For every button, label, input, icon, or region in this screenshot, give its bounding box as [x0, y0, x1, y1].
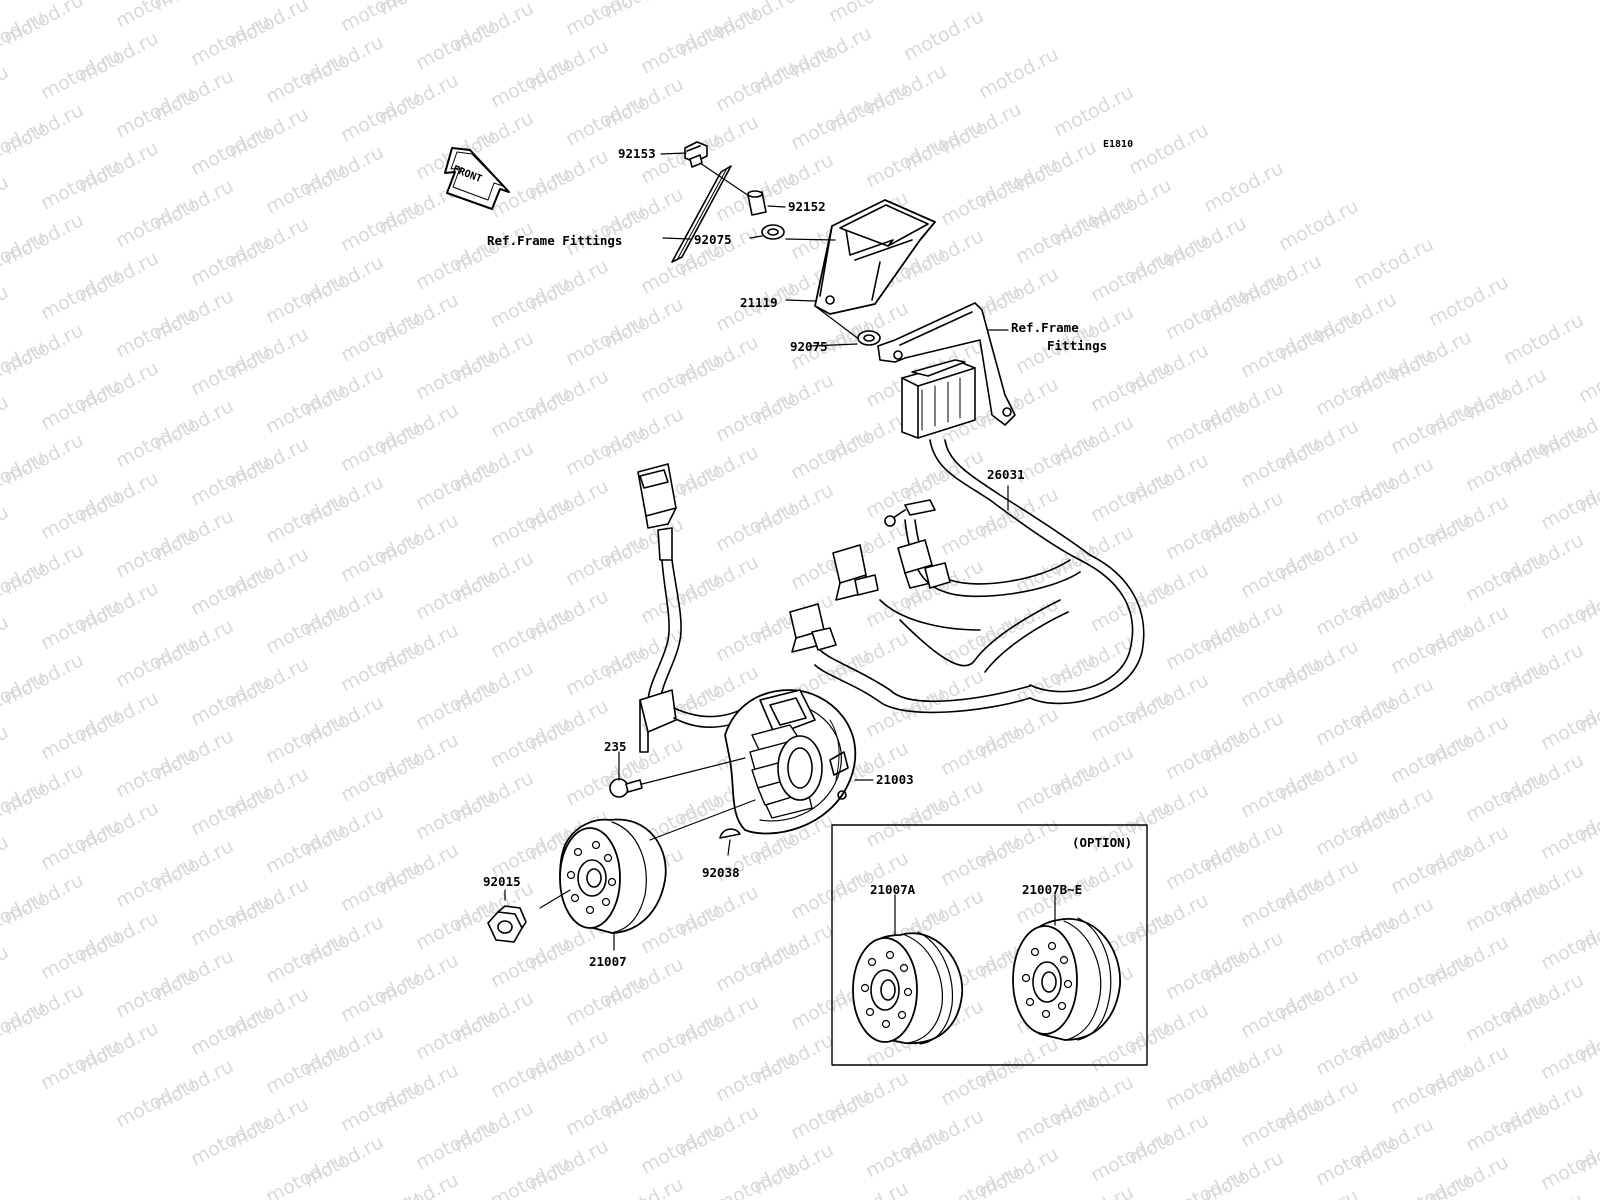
harness-connector-a [832, 544, 879, 601]
part-label-235: 235 [604, 739, 627, 754]
stator-lead-connector [637, 463, 761, 753]
part-label-21119: 21119 [740, 295, 778, 310]
part-label-92038: 92038 [702, 865, 740, 880]
option-rotor-21007A [852, 931, 963, 1045]
collar-92152-icon [747, 190, 767, 216]
part-label-21007B-E: 21007B~E [1022, 882, 1083, 897]
ref-frame-fittings-label-2a: Ref.Frame [1011, 320, 1079, 335]
harness-connector-c [789, 603, 837, 653]
part-label-92075-lower: 92075 [790, 339, 828, 354]
stator-21003 [724, 689, 857, 835]
grommet-92075-lower-icon [857, 330, 881, 346]
part-label-92015: 92015 [483, 874, 521, 889]
part-label-92153: 92153 [618, 146, 656, 161]
option-box-title: (OPTION) [1072, 835, 1133, 850]
part-label-21007: 21007 [589, 954, 627, 969]
part-label-21003: 21003 [876, 772, 914, 787]
part-label-92152: 92152 [788, 199, 826, 214]
ref-frame-fittings-label-1: Ref.Frame Fittings [487, 233, 623, 248]
woodruff-key-92038-icon [719, 828, 741, 839]
frame-bracket [877, 302, 1016, 426]
bolt-235-icon [609, 757, 746, 798]
harness-connector-b [897, 539, 951, 589]
part-label-92075-top: 92075 [694, 232, 732, 247]
bolt-92153-icon [684, 141, 708, 168]
option-rotor-21007B-E [1012, 917, 1121, 1041]
option-box [831, 824, 1148, 1066]
flywheel-rotor-21007 [559, 818, 667, 934]
frame-fitting-rod [671, 165, 732, 263]
nut-92015-icon [487, 905, 527, 943]
diagram-code: E1810 [1103, 139, 1134, 150]
part-label-26031: 26031 [987, 467, 1025, 482]
front-arrow-icon [444, 147, 510, 210]
main-harness-connector [901, 359, 976, 439]
regulator-rectifier-21119 [814, 199, 936, 315]
ref-frame-fittings-label-2b: Fittings [1047, 338, 1108, 353]
grommet-92075-top-icon [761, 224, 785, 240]
part-label-21007A: 21007A [870, 882, 916, 897]
